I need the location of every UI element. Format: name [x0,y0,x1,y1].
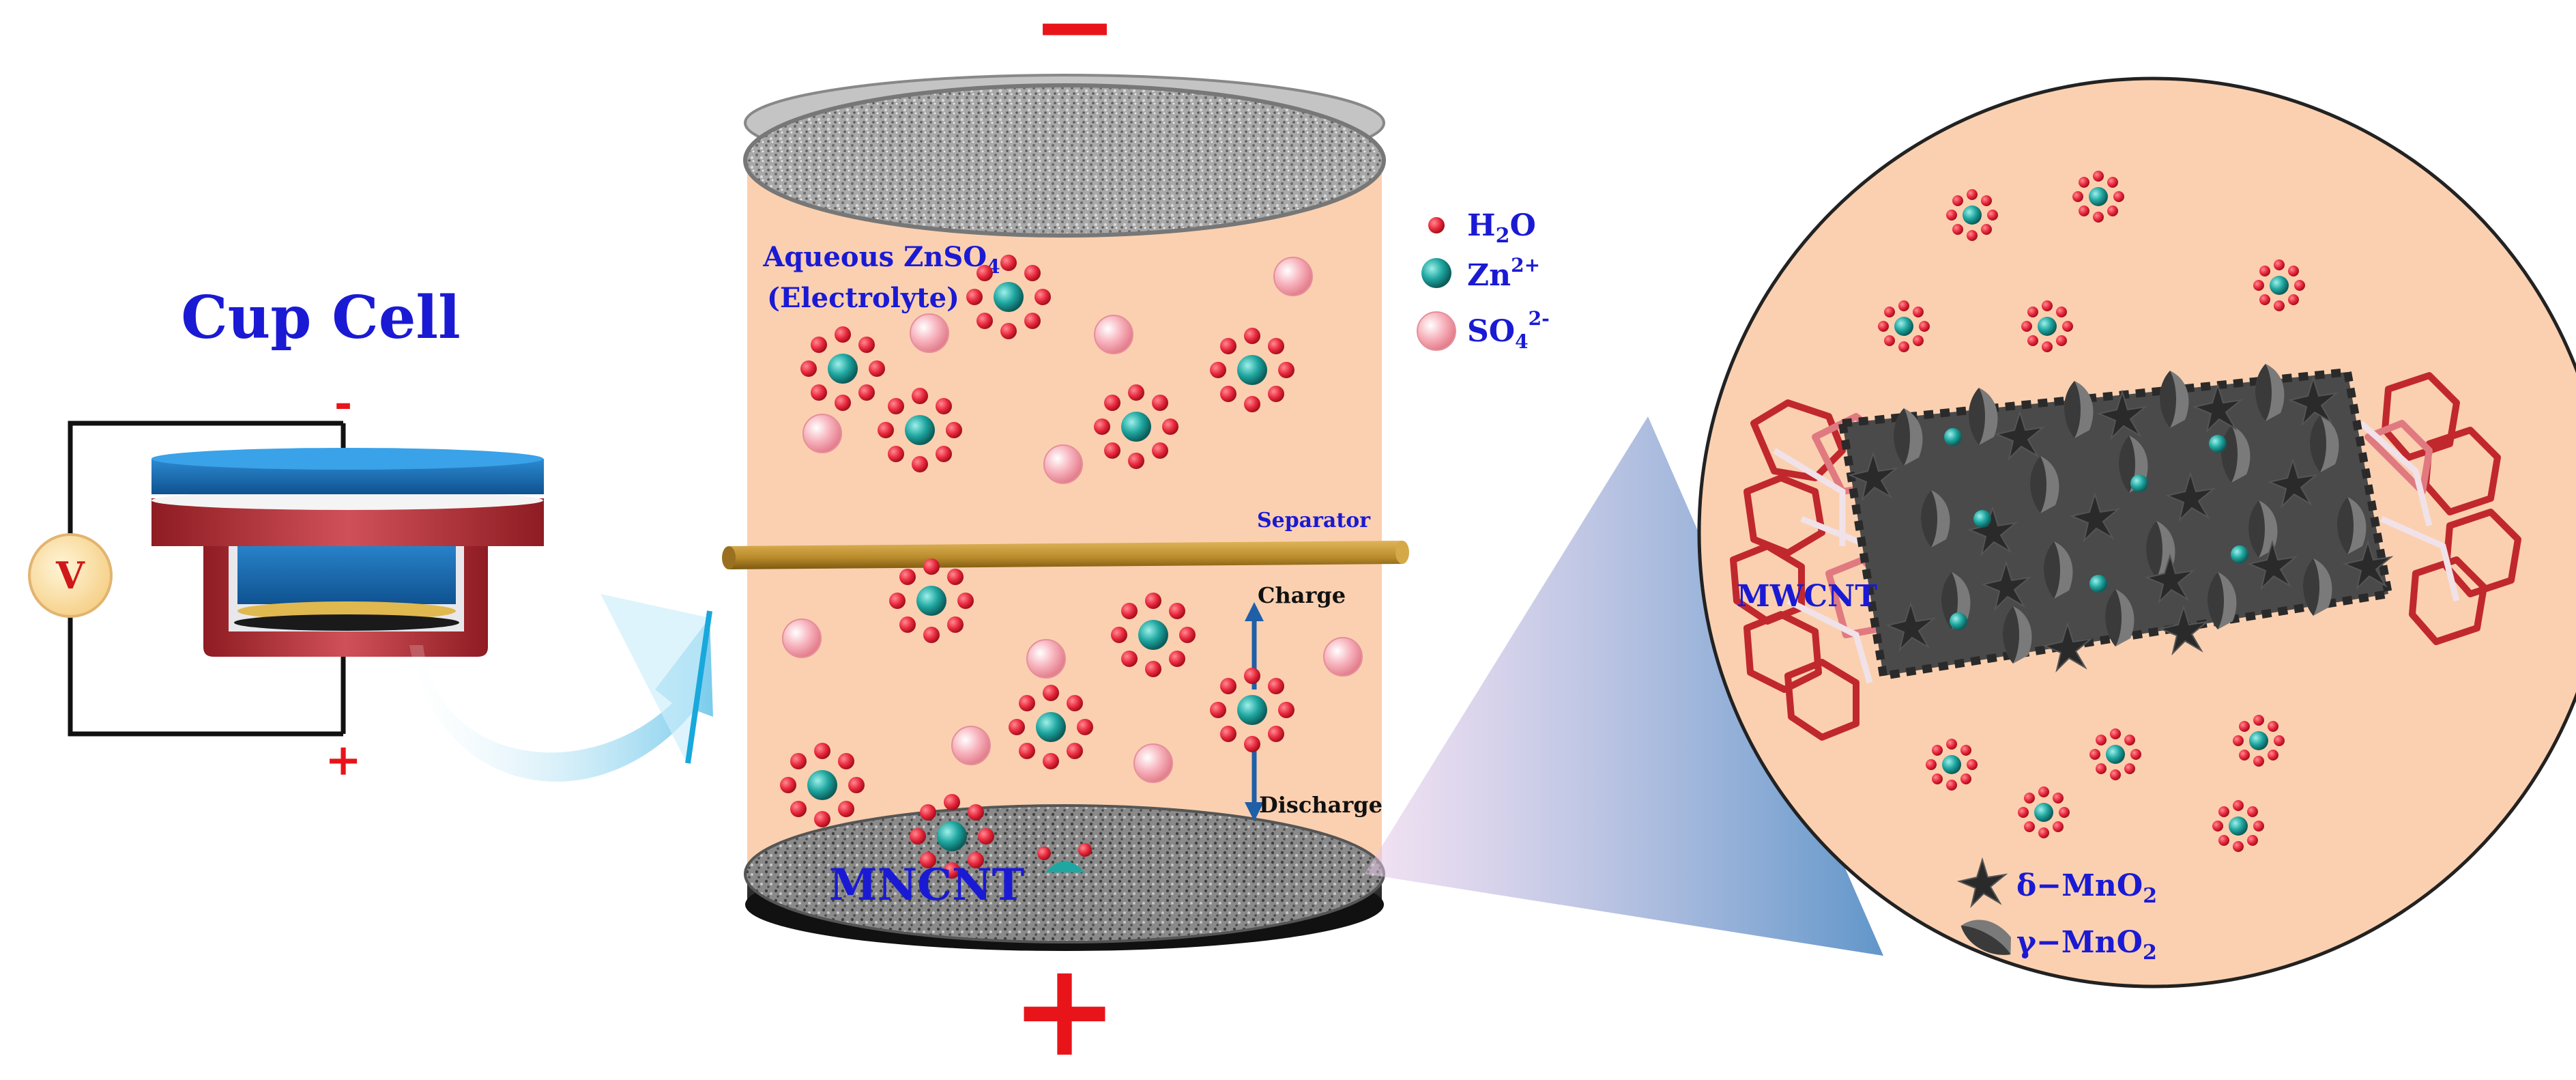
sulfate-ion [1026,639,1066,679]
hydrated-zinc-ion [1009,685,1093,769]
voltmeter: V [28,533,113,618]
mwcnt-lattice-right-light [2359,421,2460,602]
separator-label: Separator [1257,509,1371,532]
zoom-beam [1365,416,1883,956]
mno2-coated-tube [1842,372,2388,676]
zoom-zinc-ion [1878,300,1930,352]
charge-arrow: Charge [1245,582,1346,690]
legend-water-label: H2O [1467,208,1536,248]
electrolyte-label: Aqueous ZnSO4 [762,241,1000,278]
hydrated-zinc-ion [780,743,865,827]
hydrated-zinc-ion [1210,328,1294,412]
cup-cell-panel: Cup Cell V - + [28,283,713,786]
zoom-zinc-ion [2021,300,2073,352]
legend-gamma-label: γ−MnO2 [2016,925,2157,965]
legend-zinc-swatch [1421,258,1451,288]
legend-sulfate-label: SO42- [1467,307,1550,353]
hydrated-zinc-ion [878,388,962,472]
zoom-zinc-ion [1946,189,1998,241]
hydrated-zinc-ion [966,255,1051,339]
sulfate-ion [951,726,991,765]
sulfate-ion [1133,743,1173,783]
cathode-cap [744,804,1385,951]
sulfate-ion [1094,315,1133,354]
zoom-zinc-ion [2233,715,2285,767]
cup-positive-terminal: + [325,735,362,786]
separator-membrane [722,541,1409,569]
mwcnt-lattice-right [2364,372,2521,645]
discharge-arrow: Discharge [1245,751,1383,821]
zoom-zinc-ion [2072,171,2124,223]
ion-cloud [780,255,1363,879]
cup-cell-body [151,448,544,657]
hydrated-zinc-ion [1210,668,1294,752]
legend-sulfate-swatch [1417,311,1456,351]
hydrated-zinc-ion [1111,593,1196,677]
sulfate-ion [802,414,842,453]
intercalated-zinc-ions [1944,428,2248,630]
ion-legend: H2O Zn2+ SO42- [1417,208,1550,353]
cup-cell-title: Cup Cell [181,283,461,352]
hydrated-zinc-ion [1094,384,1178,469]
zoom-arrow-curved [409,594,713,782]
mwcnt-label: MWCNT [1737,579,1877,614]
zoom-zinc-ion [1926,739,1978,791]
cylinder-panel: − Aqueous ZnSO4 (Electrolyte) Separator [722,0,1409,1080]
zoom-panel: MWCNT δ−MnO2 γ−MnO2 [1365,76,2576,989]
sulfate-ion [782,619,822,658]
sulfate-ion [1043,444,1083,484]
legend-zinc-label: Zn2+ [1467,254,1540,293]
cathode-label: MNCNT [829,859,1024,911]
cathode-sign: + [1010,933,1118,1080]
zoom-zinc-ion [2089,728,2141,780]
cup-negative-terminal: - [334,378,353,429]
hydrated-zinc-ion [889,558,974,643]
mno2-legend: δ−MnO2 γ−MnO2 [1956,859,2157,965]
discharge-label: Discharge [1259,792,1383,818]
voltmeter-label: V [55,554,85,597]
charge-label: Charge [1258,582,1346,608]
anode-sign: − [1032,0,1118,86]
zoom-zinc-ion [2212,800,2264,852]
legend-delta-label: δ−MnO2 [2016,868,2157,908]
anode-cap [743,74,1386,238]
zoom-zinc-ion [2018,786,2070,838]
hydrated-zinc-ion [800,326,885,411]
sulfate-ion [1323,637,1363,677]
zoom-zinc-ion [2253,259,2305,311]
electrolyte-sublabel: (Electrolyte) [767,282,959,314]
legend-water-swatch [1428,217,1445,233]
sulfate-ion [910,313,949,353]
sulfate-ion [1273,257,1313,296]
